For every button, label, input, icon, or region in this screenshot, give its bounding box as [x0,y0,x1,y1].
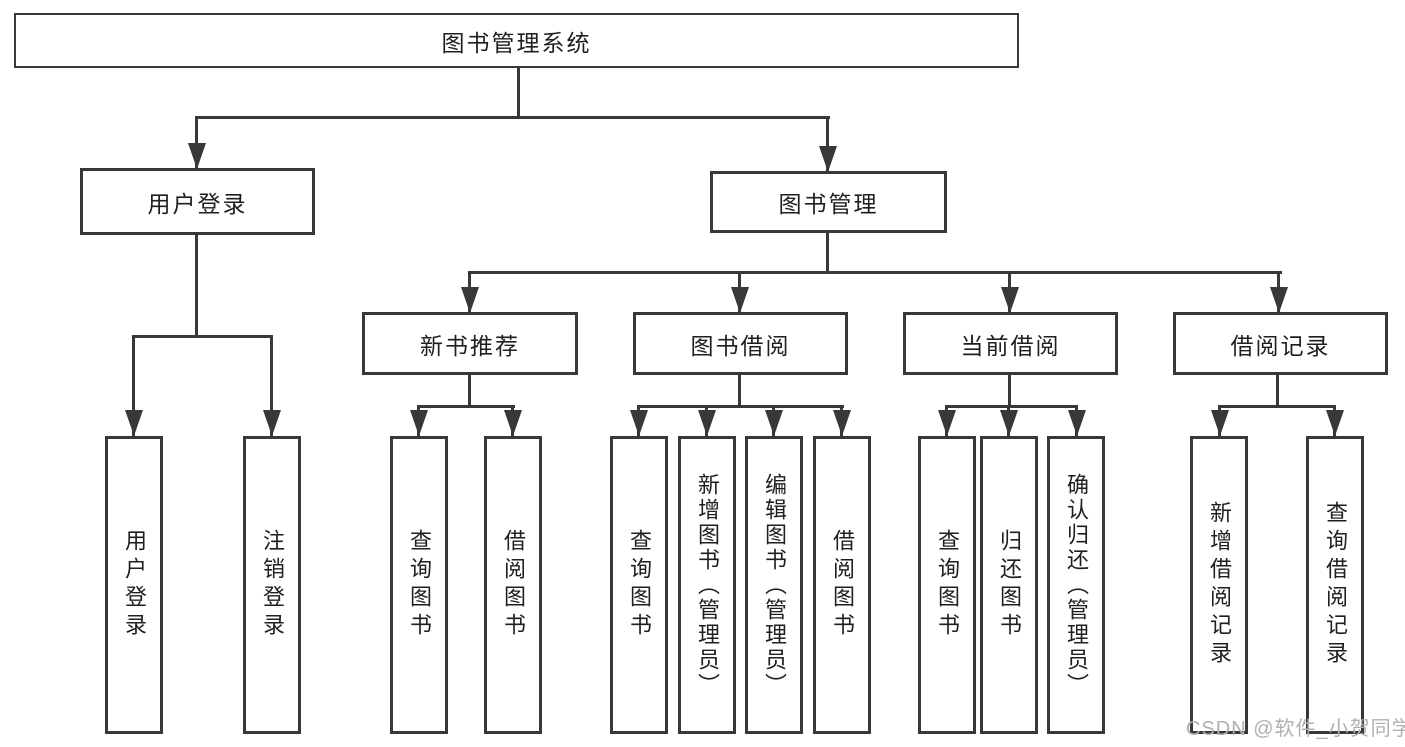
node-new-book-recommend: 新书推荐 [362,312,578,375]
leaf-label: 查询图书 [935,529,960,641]
node-label: 借阅记录 [1230,332,1331,359]
arrow-down-icon [698,410,716,436]
connector-line [196,116,830,119]
leaf-add-books-admin: 新增图书（管理员） [678,436,736,734]
leaf-label: 确认归还（管理员） [1064,472,1089,698]
arrow-down-icon [410,410,428,436]
arrow-down-icon [1326,410,1344,436]
arrow-down-icon [938,410,956,436]
leaf-borrow-books-2: 借阅图书 [813,436,871,734]
connector-line [132,335,273,338]
leaf-query-borrow-record: 查询借阅记录 [1306,436,1364,734]
leaf-label: 编辑图书（管理员） [762,472,787,698]
arrow-down-icon [1068,410,1086,436]
arrow-down-icon [765,410,783,436]
arrow-down-icon [1000,410,1018,436]
connector-line [738,374,741,407]
arrow-down-icon [263,410,281,436]
leaf-user-login: 用户登录 [105,436,163,734]
leaf-label: 注销登录 [260,529,285,641]
csdn-watermark: CSDN @软件_小贺同学 [1186,718,1405,740]
leaf-label: 查询图书 [627,529,652,641]
arrow-down-icon [461,287,479,313]
node-label: 用户登录 [147,190,248,217]
connector-line [468,271,1282,274]
arrow-down-icon [1270,287,1288,313]
connector-line [1218,405,1336,408]
connector-line [270,335,273,436]
leaf-edit-books-admin: 编辑图书（管理员） [745,436,803,734]
connector-line [637,405,844,408]
node-label: 图书管理 [778,191,879,217]
leaf-add-borrow-record: 新增借阅记录 [1190,436,1248,734]
connector-line [132,335,135,436]
leaf-label: 用户登录 [122,529,147,641]
node-book-borrow: 图书借阅 [633,312,848,375]
arrow-down-icon [125,410,143,436]
leaf-confirm-return-admin: 确认归还（管理员） [1047,436,1105,734]
arrow-down-icon [819,146,837,172]
leaf-label: 新增借阅记录 [1207,501,1232,669]
connector-line [1008,374,1011,407]
leaf-label: 借阅图书 [501,529,526,641]
leaf-query-books-2: 查询图书 [610,436,668,734]
arrow-down-icon [731,287,749,313]
connector-line [195,234,198,337]
node-label: 新书推荐 [420,332,520,359]
arrow-down-icon [1211,410,1229,436]
leaf-label: 查询图书 [407,529,432,641]
connector-line [517,67,520,118]
node-label: 图书管理系统 [441,29,592,56]
connector-line [945,405,1078,408]
leaf-borrow-books: 借阅图书 [484,436,542,734]
arrow-down-icon [188,143,206,169]
node-label: 图书借阅 [690,332,791,359]
node-library-management-system: 图书管理系统 [14,13,1019,68]
node-book-management: 图书管理 [710,171,947,233]
leaf-query-books-3: 查询图书 [918,436,976,734]
leaf-query-books: 查询图书 [390,436,448,734]
leaf-label: 查询借阅记录 [1323,501,1348,669]
connector-line [826,116,829,173]
node-borrow-records: 借阅记录 [1173,312,1388,375]
arrow-down-icon [1001,287,1019,313]
connector-line [417,405,515,408]
leaf-logout: 注销登录 [243,436,301,734]
node-current-borrow: 当前借阅 [903,312,1118,375]
node-label: 当前借阅 [960,332,1061,359]
arrow-down-icon [504,410,522,436]
arrow-down-icon [833,410,851,436]
leaf-label: 归还图书 [997,529,1022,641]
connector-line [1276,374,1279,407]
leaf-return-books: 归还图书 [980,436,1038,734]
arrow-down-icon [630,410,648,436]
connector-line [468,374,471,407]
leaf-label: 新增图书（管理员） [695,472,720,698]
leaf-label: 借阅图书 [830,529,855,641]
node-user-login: 用户登录 [80,168,315,235]
connector-line [826,232,829,274]
